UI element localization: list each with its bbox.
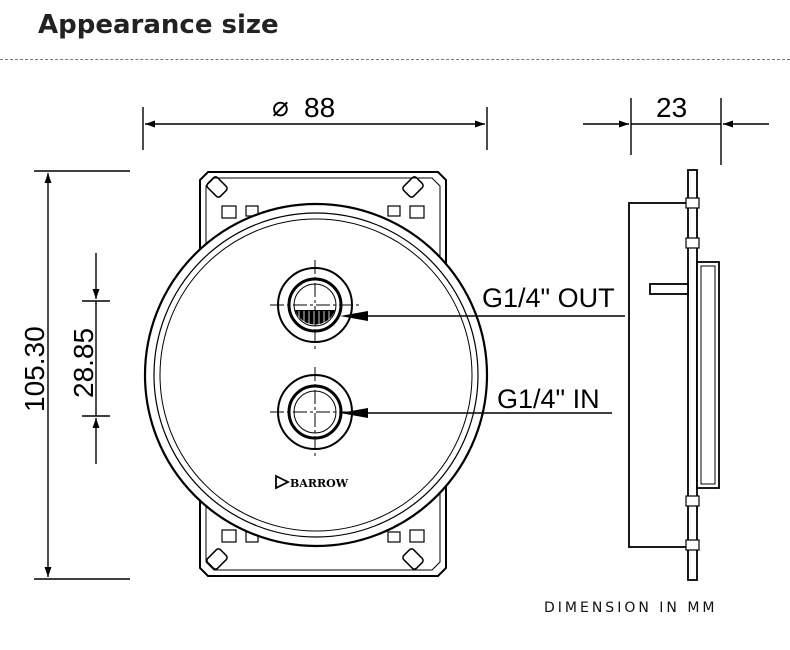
bracket-slot-top-left [206,176,228,198]
height-value: 105.30 [19,326,50,412]
leader-arrows [340,311,368,418]
side-view [628,169,720,581]
diameter-value: 88 [304,92,335,123]
diameter-dimension [142,107,488,150]
diameter-symbol: ⌀ [272,91,289,122]
barrow-logo: BARROW [275,474,349,490]
in-label: G1/4" IN [497,384,600,414]
units-note: DIMENSION IN MM [544,600,718,616]
in-port [270,367,360,457]
page-title: Appearance size [38,10,279,40]
out-label: G1/4" OUT [482,283,615,313]
bracket-slot-bottom-right [402,548,424,570]
thickness-value: 23 [656,92,687,123]
port-spacing-value: 28.85 [68,328,99,398]
title-divider [0,59,790,60]
height-dimension [34,170,130,580]
side-view-details [685,197,700,551]
port-spacing-dimension [82,253,110,464]
bracket-slot-bottom-left [206,548,228,570]
out-port [270,260,360,350]
thickness-dimension [583,98,769,165]
bracket-slot-top-right [402,176,424,198]
logo-text: BARROW [290,477,349,490]
port-leaders [368,315,625,414]
